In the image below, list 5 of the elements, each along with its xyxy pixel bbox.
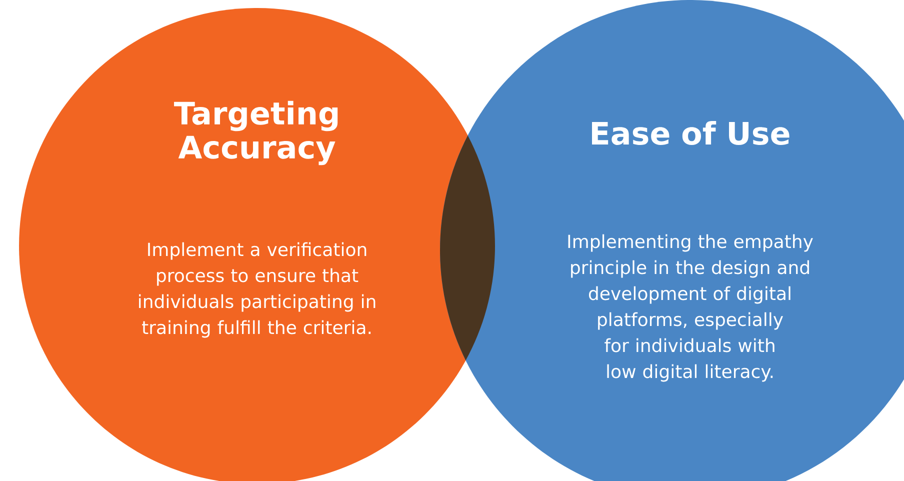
body-text: Implementing the empathy principle in the design and development of digital platforms, especially for individuals with low digital literacy. <box>568 234 813 382</box>
heading: Ease of Use <box>592 121 790 145</box>
overlap-lens <box>440 135 495 360</box>
body-text: Implement a verification process to ensure that individuals participating in training fulfill the criteria. <box>139 242 376 338</box>
heading: Targeting Accuracy <box>174 100 338 166</box>
